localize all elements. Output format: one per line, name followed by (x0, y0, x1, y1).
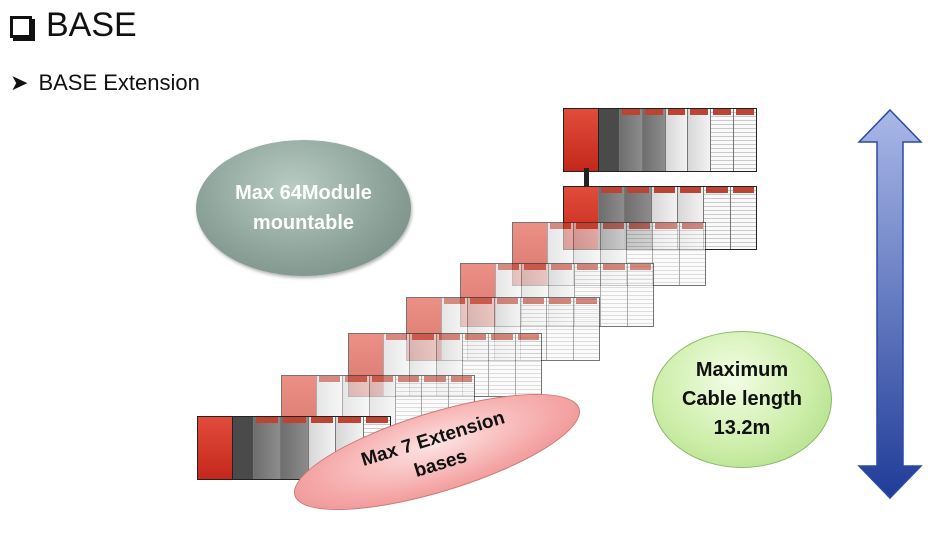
section-subtitle: ➤ BASE Extension (10, 70, 200, 96)
io-module (664, 109, 688, 171)
max-modules-callout: Max 64Module mountable (196, 140, 411, 276)
io-module (678, 223, 705, 285)
cable-length-line1: Maximum (695, 359, 789, 381)
io-module (652, 223, 679, 285)
double-arrow-icon (857, 108, 923, 500)
io-module (600, 264, 627, 326)
io-module (733, 109, 756, 171)
io-module (687, 109, 711, 171)
io-module (619, 109, 642, 171)
checkbox-icon (10, 15, 32, 38)
io-module (253, 417, 281, 479)
io-module (710, 109, 734, 171)
io-module (641, 109, 665, 171)
main-base-rack (563, 108, 757, 172)
max-modules-line1: Max 64Module (235, 182, 372, 204)
page-title: BASE (10, 6, 137, 45)
subtitle-text: BASE Extension (38, 70, 200, 95)
io-module (626, 264, 653, 326)
io-module (514, 334, 541, 396)
arrow-right-icon: ➤ (10, 70, 29, 95)
io-module (729, 187, 756, 249)
power-supply-module (198, 417, 232, 479)
cable-length-line2: Cable length (681, 388, 802, 410)
io-module (488, 334, 515, 396)
power-supply-module (564, 109, 598, 171)
io-module (280, 417, 308, 479)
io-module (546, 298, 573, 360)
io-module (232, 417, 253, 479)
extension-base-rack-4 (406, 297, 600, 361)
extension-cable (584, 168, 589, 190)
io-module (598, 109, 619, 171)
title-text: BASE (46, 6, 137, 44)
io-module (572, 298, 599, 360)
cable-length-callout: Maximum Cable length 13.2m (652, 331, 832, 468)
max-modules-line2: mountable (252, 212, 355, 234)
cable-length-line3: 13.2m (713, 417, 771, 439)
io-module (703, 187, 730, 249)
